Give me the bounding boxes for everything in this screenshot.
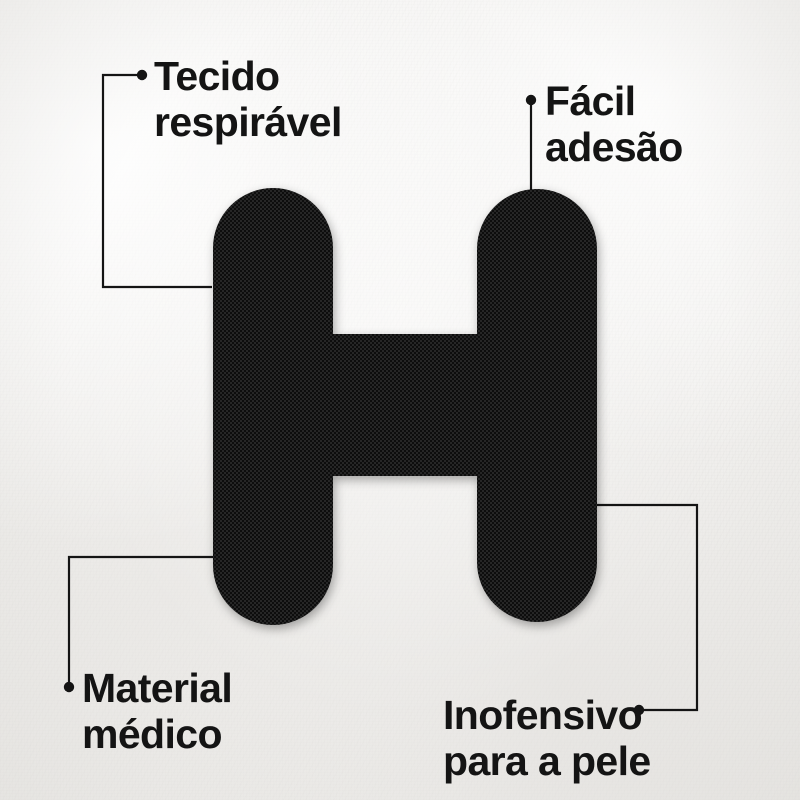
callout-label-tecido-respiravel: Tecido respirável xyxy=(154,53,342,145)
connector-dot-material-medico xyxy=(63,681,75,693)
connector-dots-group xyxy=(63,69,645,716)
connector-line-tecido-respiravel xyxy=(101,73,212,289)
connector-dot-inofensivo-pele xyxy=(633,704,645,716)
connector-lines-group xyxy=(67,73,699,712)
callout-label-inofensivo-para-a-pele: Inofensivo para a pele xyxy=(443,692,651,784)
bandage-h-silhouette xyxy=(213,188,597,625)
bandage-h-shape xyxy=(213,188,597,625)
connector-dot-facil-adesao xyxy=(525,94,537,106)
callout-label-facil-adesao: Fácil adesão xyxy=(545,78,683,170)
connector-line-inofensivo-pele xyxy=(596,503,699,712)
connector-line-material-medico xyxy=(67,555,213,687)
callout-label-material-medico: Material médico xyxy=(82,665,233,757)
connector-dot-tecido-respiravel xyxy=(136,69,148,81)
